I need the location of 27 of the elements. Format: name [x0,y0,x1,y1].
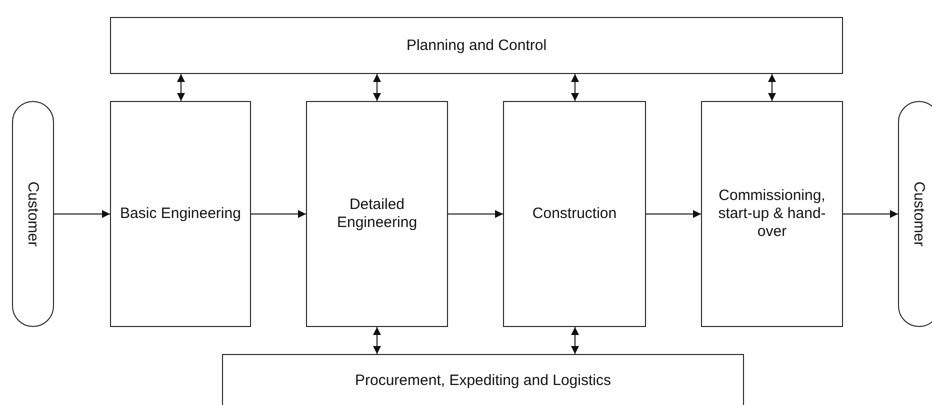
process-box [110,17,843,74]
node-label: Basic Engineering [119,205,242,223]
node-label: Construction [531,205,618,223]
process-box [503,101,646,327]
process-box [222,354,744,405]
arrow [448,210,504,218]
arrow [373,74,381,102]
arrow [177,74,185,102]
node-label: Planning and Control [405,36,548,54]
node-label: Customer [910,181,928,247]
node-label: Detailed Engineering [336,196,418,232]
arrow [54,210,110,218]
node-label: Procurement, Expediting and Logistics [354,372,612,390]
arrow [571,74,579,102]
arrow [768,74,776,102]
arrow [646,210,702,218]
process-box [306,101,448,327]
arrow [250,210,306,218]
terminator-shape [12,101,54,327]
arrow [571,326,579,354]
node-label: Customer [24,181,42,247]
arrow [842,210,898,218]
terminator-shape [898,101,932,327]
arrow [373,326,381,354]
process-box [701,101,843,327]
process-box [110,101,251,327]
node-label: Commissioning, start-up & hand-over [717,187,827,241]
